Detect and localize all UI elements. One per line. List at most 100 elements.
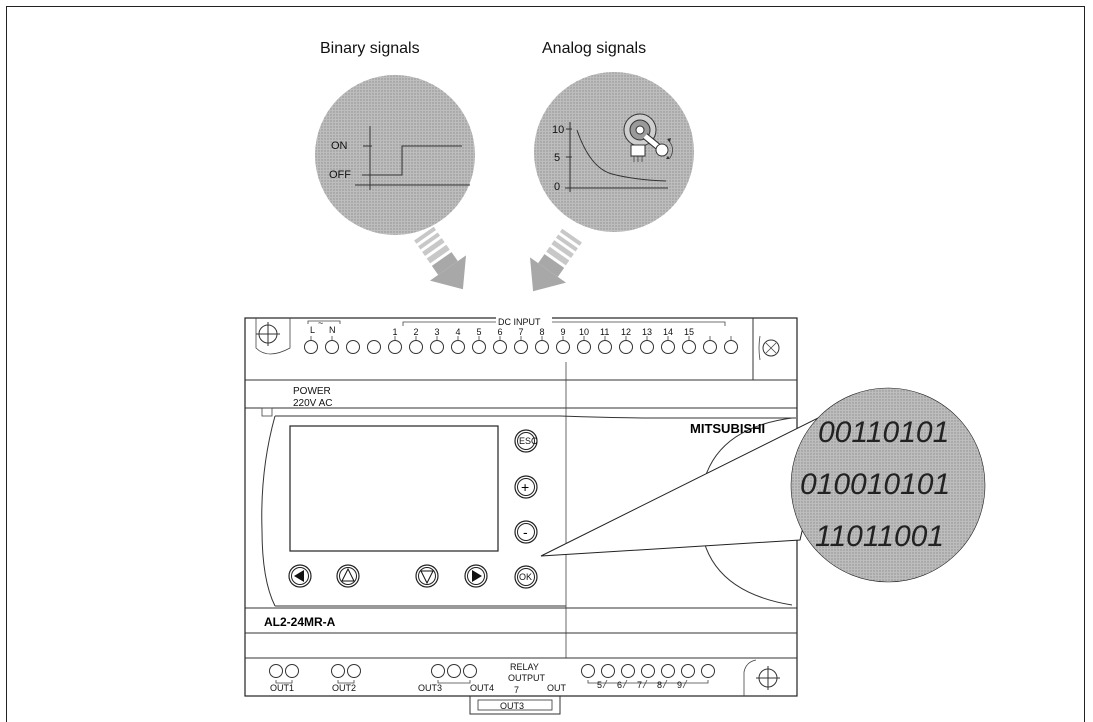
minus-label: - [523,524,528,540]
input-number-label: 10 [579,327,589,337]
down-arrow-button[interactable] [415,564,439,588]
input-terminal [325,340,339,354]
figure-frame [6,6,1085,722]
plus-button[interactable]: + [514,475,538,499]
input-number-label: 4 [456,327,461,337]
analog-input-arrow [529,228,582,292]
input-terminal [514,340,528,354]
input-terminal [577,340,591,354]
analog-signal-circle: 10 5 0 [534,72,694,232]
output-number-label: 6 [617,680,622,690]
binary-line-2: 010010101 [800,468,950,501]
input-terminal [556,340,570,354]
ac-symbol: ~ [318,318,323,328]
input-terminal [535,340,549,354]
binary-zoom-callout: 00110101 010010101 11011001 [540,387,986,583]
input-number-label: 13 [642,327,652,337]
binary-line-1: 00110101 [818,416,949,449]
out3-label: OUT3 [418,683,442,693]
input-number-label: 8 [540,327,545,337]
output-terminal [269,664,283,678]
ok-label: OK [519,572,532,582]
off-label: OFF [329,169,351,181]
input-number-label: 11 [600,327,609,337]
right-arrow-icon [472,570,482,582]
tick-5: 5 [554,152,560,164]
binary-line-3: 11011001 [815,520,944,553]
tick-10: 10 [552,124,564,136]
binary-signals-caption: Binary signals [320,40,420,57]
output-terminal [431,664,445,678]
up-arrow-icon [341,567,355,582]
binary-signal-circle: ON OFF [315,75,475,235]
out-label: OUT [547,683,567,693]
output-terminal [581,664,595,678]
bottom-screw-icon [743,659,780,696]
input-number-label: 5 [477,327,482,337]
analog-signals-caption: Analog signals [542,40,646,57]
out1-label: OUT1 [270,683,294,693]
output-terminal [641,664,655,678]
mounting-screw-icon [255,318,291,355]
esc-button[interactable]: ESC [514,429,538,453]
out-7-label: 7 [514,685,519,695]
input-terminal [661,340,675,354]
input-terminal [703,340,717,354]
input-terminal [619,340,633,354]
dc-input-label: DC INPUT [498,317,541,327]
right-arrow-button[interactable] [464,564,488,588]
minus-button[interactable]: - [514,520,538,544]
input-number-label: 2 [414,327,419,337]
input-terminal [682,340,696,354]
output-terminal [285,664,299,678]
left-arrow-button[interactable] [288,564,312,588]
output-terminals [269,664,715,684]
input-terminal [430,340,444,354]
voltage-label: 220V AC [293,398,332,409]
input-terminal [493,340,507,354]
output-terminal [681,664,695,678]
binary-input-arrow [414,226,467,290]
output-number-label: 9 [677,680,682,690]
output-label: OUTPUT [508,673,546,683]
input-terminal [724,340,738,354]
terminal-n-label: N [329,325,336,335]
input-terminal [640,340,654,354]
up-arrow-button[interactable] [336,564,360,588]
input-number-label: 15 [684,327,694,337]
input-terminal [598,340,612,354]
potentiometer-icon [623,113,673,162]
input-number-label: 12 [621,327,631,337]
output-terminal [701,664,715,678]
input-number-label: 6 [498,327,503,337]
input-terminal [388,340,402,354]
down-arrow-icon [420,570,434,585]
output-number-label: 7 [637,680,642,690]
power-label: POWER [293,386,331,397]
output-terminal [661,664,675,678]
output-terminal [331,664,345,678]
plus-label: + [521,479,529,495]
esc-label: ESC [519,436,538,446]
output-terminal [347,664,361,678]
ok-button[interactable]: OK [514,565,538,589]
out4-label: OUT4 [470,683,494,693]
output-terminal [601,664,615,678]
input-terminal [346,340,360,354]
output-number-labels: 5 6 7 8 9 [597,679,688,690]
input-terminal [304,340,318,354]
tick-0: 0 [554,181,560,193]
left-arrow-icon [294,570,304,582]
input-terminal [367,340,381,354]
on-label: ON [331,140,348,152]
output-number-label: 5 [597,680,602,690]
input-number-label: 7 [519,327,524,337]
terminal-l-label: L [310,325,315,335]
input-terminal [451,340,465,354]
output-number-label: 8 [657,680,662,690]
input-terminal [409,340,423,354]
output-terminal [621,664,635,678]
input-number-label: 9 [561,327,566,337]
